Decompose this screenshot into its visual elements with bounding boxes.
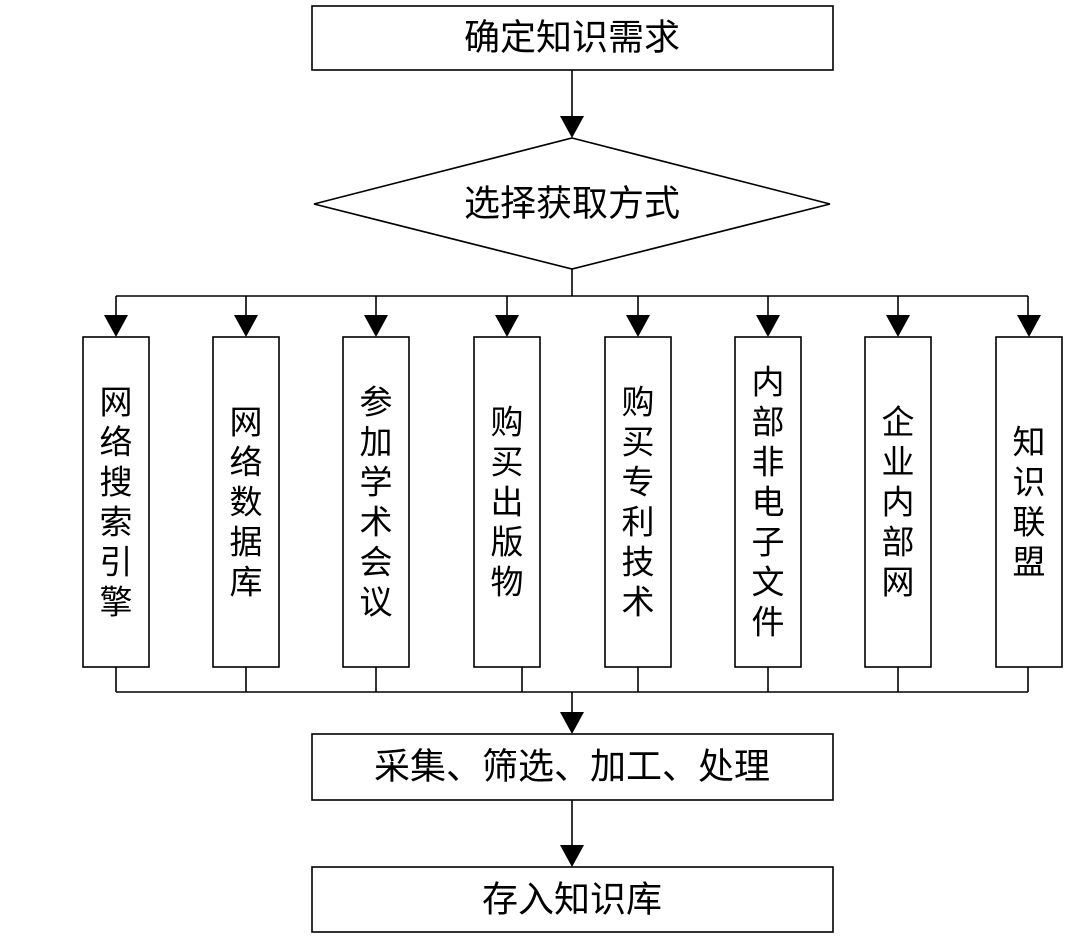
method-label-3-char-5: 会 bbox=[360, 543, 393, 582]
merge-rises bbox=[115, 667, 1029, 692]
method-label-4-char-4: 版 bbox=[491, 523, 524, 562]
method-label-3-char-2: 加 bbox=[360, 423, 393, 462]
method-label-7-char-4: 部 bbox=[882, 523, 915, 562]
method-label-8-char-3: 联 bbox=[1013, 503, 1046, 542]
method-label-5-char-5: 技 bbox=[622, 543, 655, 582]
method-label-6-char-7: 件 bbox=[752, 603, 785, 642]
arrowhead-method-8 bbox=[1017, 315, 1041, 337]
start-label: 确定知识需求 bbox=[464, 18, 680, 59]
arrowhead-method-7 bbox=[886, 315, 910, 337]
method-label-1-char-4: 索 bbox=[100, 503, 133, 542]
method-label-2-char-4: 据 bbox=[230, 523, 263, 562]
method-label-4-char-5: 物 bbox=[491, 563, 524, 602]
method-label-1-char-1: 网 bbox=[100, 383, 133, 422]
method-label-6-char-6: 文 bbox=[752, 563, 785, 602]
arrowhead-method-4 bbox=[495, 315, 519, 337]
method-label-1-char-3: 搜 bbox=[100, 463, 133, 502]
method-label-4-char-2: 买 bbox=[491, 443, 524, 482]
method-label-3-char-1: 参 bbox=[360, 383, 393, 422]
arrowhead-process-end bbox=[560, 845, 584, 867]
method-label-4-char-1: 购 bbox=[491, 403, 524, 442]
method-label-5-char-1: 购 bbox=[622, 383, 655, 422]
method-label-8-char-1: 知 bbox=[1013, 423, 1046, 462]
method-label-5-char-4: 利 bbox=[622, 503, 655, 542]
process-box bbox=[311, 733, 834, 801]
method-box-2 bbox=[212, 336, 280, 668]
method-label-5-char-3: 专 bbox=[622, 463, 655, 502]
method-label-2-char-3: 数 bbox=[230, 483, 263, 522]
method-label-1-char-6: 擎 bbox=[100, 583, 133, 622]
method-box-7 bbox=[864, 336, 932, 668]
end-box bbox=[311, 866, 834, 933]
method-label-6-char-2: 部 bbox=[752, 403, 785, 442]
arrowhead-method-5 bbox=[626, 315, 650, 337]
method-label-2-char-1: 网 bbox=[230, 403, 263, 442]
arrowhead-method-1 bbox=[104, 315, 128, 337]
method-label-5-char-6: 术 bbox=[622, 583, 655, 622]
method-label-7-char-5: 网 bbox=[882, 563, 915, 602]
method-label-7-char-3: 内 bbox=[882, 483, 915, 522]
arrowhead-method-2 bbox=[234, 315, 258, 337]
method-boxes: 网络搜索引擎网络数据库参加学术会议购买出版物购买专利技术内部非电子文件企业内部网… bbox=[82, 336, 1063, 668]
method-label-6-char-3: 非 bbox=[752, 443, 785, 482]
method-label-7-char-1: 企 bbox=[882, 403, 915, 442]
arrowhead-merge-process bbox=[560, 712, 584, 734]
method-label-1-char-5: 引 bbox=[100, 543, 133, 582]
end-label: 存入知识库 bbox=[482, 880, 662, 921]
method-label-5-char-2: 买 bbox=[622, 423, 655, 462]
method-label-1-char-2: 络 bbox=[100, 423, 133, 462]
method-label-3-char-4: 术 bbox=[360, 503, 393, 542]
method-box-4 bbox=[473, 336, 541, 668]
method-label-3-char-3: 学 bbox=[360, 463, 393, 502]
arrowhead-start-decision bbox=[560, 116, 584, 138]
process-label: 采集、筛选、加工、处理 bbox=[374, 747, 770, 788]
branch-drops bbox=[104, 296, 1041, 337]
method-label-2-char-2: 络 bbox=[230, 443, 263, 482]
method-label-6-char-5: 子 bbox=[752, 523, 785, 562]
start-box bbox=[311, 5, 834, 71]
method-label-7-char-2: 业 bbox=[882, 443, 915, 482]
method-label-3-char-6: 议 bbox=[360, 583, 393, 622]
method-label-4-char-3: 出 bbox=[491, 483, 524, 522]
method-label-6-char-4: 电 bbox=[752, 483, 785, 522]
arrowhead-method-6 bbox=[756, 315, 780, 337]
decision-label: 选择获取方式 bbox=[464, 184, 680, 225]
method-label-8-char-2: 识 bbox=[1013, 463, 1046, 502]
method-box-8 bbox=[995, 336, 1063, 668]
method-box-6 bbox=[734, 336, 802, 668]
arrowhead-method-3 bbox=[364, 315, 388, 337]
method-label-6-char-1: 内 bbox=[752, 363, 785, 402]
method-label-8-char-4: 盟 bbox=[1013, 543, 1046, 582]
method-label-2-char-5: 库 bbox=[230, 563, 263, 602]
